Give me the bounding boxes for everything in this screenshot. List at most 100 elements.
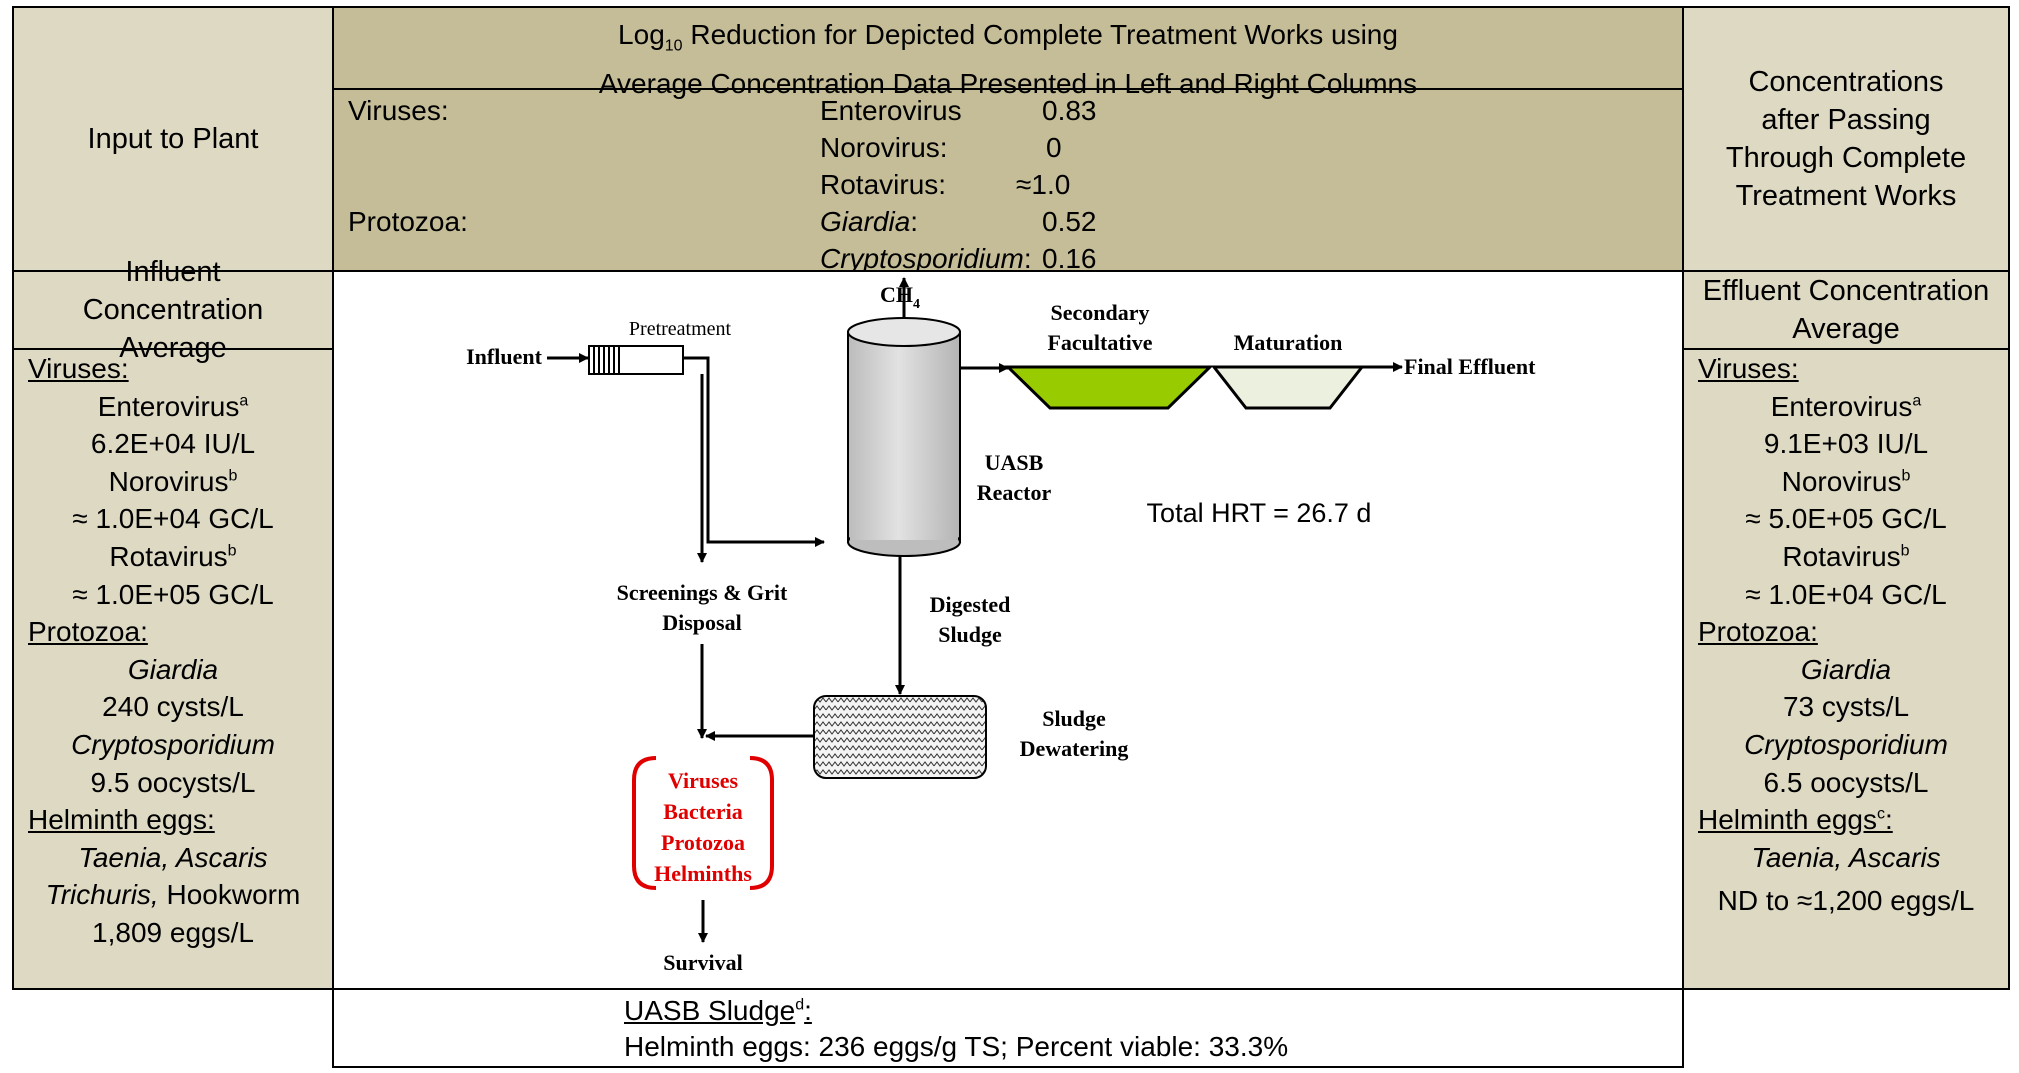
log-reduction-title: Log10 Reduction for Depicted Complete Tr… bbox=[334, 16, 1682, 102]
effluent-cryptosporidium-value: 6.5 oocysts/L bbox=[1763, 766, 1929, 798]
uasb-label-2: Reactor bbox=[977, 480, 1052, 505]
helminth-label-text: Helminth eggs bbox=[1698, 804, 1877, 836]
effluent-protozoa-label: Protozoa: bbox=[1698, 616, 1818, 648]
organism-name: Norovirus bbox=[108, 465, 229, 497]
maturation-label: Maturation bbox=[1234, 330, 1343, 355]
organism-name: Rotavirus bbox=[109, 540, 228, 572]
footnote-mark: b bbox=[227, 542, 237, 560]
effluent-heading-text: Effluent Concentration Average bbox=[1702, 275, 1990, 345]
effluent-rotavirus-value: ≈ 1.0E+04 GC/L bbox=[1745, 578, 1947, 610]
pathogen-bracket-left bbox=[632, 756, 657, 890]
log-reduction-panel: Log10 Reduction for Depicted Complete Tr… bbox=[332, 6, 1684, 274]
secondary-label-2: Facultative bbox=[1047, 330, 1152, 355]
uasb-label-1: UASB bbox=[985, 450, 1044, 475]
helminth-plain-name: Hookworm bbox=[158, 879, 301, 911]
influent-protozoa-label: Protozoa: bbox=[28, 616, 148, 648]
influent-enterovirus: Enterovirusa bbox=[14, 388, 332, 426]
log-viruses-label: Viruses: bbox=[348, 95, 449, 126]
dewatering-label-2: Dewatering bbox=[1020, 736, 1129, 761]
maturation-pond bbox=[1210, 365, 1366, 410]
log-organism-cryptosporidium: Cryptosporidium: bbox=[820, 240, 1032, 277]
giardia-name: Giardia bbox=[820, 206, 911, 237]
influent-helminth-label: Helminth eggs: bbox=[28, 804, 215, 836]
effluent-enterovirus-value: 9.1E+03 IU/L bbox=[1763, 428, 1929, 460]
pretreatment-to-reactor-arrow bbox=[683, 356, 762, 544]
screenings-label-2: Disposal bbox=[662, 610, 741, 635]
screenings-label-1: Screenings & Grit bbox=[617, 580, 788, 605]
uasb-reactor-icon bbox=[847, 317, 961, 557]
footnote-mark: c bbox=[1876, 805, 1885, 823]
influent-column: Influent Concentration Average Viruses: … bbox=[12, 256, 334, 990]
input-to-plant-label: Input to Plant bbox=[87, 122, 259, 155]
effluent-heading: Effluent Concentration Average bbox=[1684, 272, 2008, 350]
influent-rotavirus: Rotavirusb bbox=[14, 538, 332, 576]
effluent-giardia: Giardia bbox=[1800, 653, 1892, 685]
footnote-mark: b bbox=[228, 467, 238, 485]
effluent-helminth-names: Taenia, Ascaris bbox=[1751, 841, 1941, 873]
colon: : bbox=[1884, 804, 1893, 836]
organism-name: Enterovirus bbox=[97, 390, 240, 422]
effluent-body: Viruses: Enterovirusa 9.1E+03 IU/L Norov… bbox=[1684, 350, 2008, 920]
log-title-line2: Average Concentration Data Presented in … bbox=[598, 67, 1418, 99]
pathogen-helminths: Helminths bbox=[654, 861, 752, 886]
influent-helminth-names-1: Taenia, Ascaris bbox=[78, 841, 268, 873]
log-title-text-rest: Reduction for Depicted Complete Treatmen… bbox=[682, 19, 1398, 50]
uasb-sludge-label: UASB Sludged: bbox=[624, 992, 812, 1029]
pretreatment-label: Pretreatment bbox=[629, 318, 732, 340]
footnote-mark: a bbox=[1912, 392, 1922, 410]
survival-label: Survival bbox=[663, 950, 742, 975]
sludge-dewatering-unit bbox=[813, 695, 987, 779]
influent-label: Influent bbox=[466, 344, 542, 369]
effluent-rotavirus: Rotavirusb bbox=[1684, 538, 2008, 576]
pathogen-bacteria: Bacteria bbox=[663, 799, 742, 824]
digested-label-2: Sludge bbox=[938, 622, 1002, 647]
influent-norovirus: Norovirusb bbox=[14, 463, 332, 501]
final-effluent-label: Final Effluent bbox=[1404, 354, 1536, 379]
influent-heading: Influent Concentration Average bbox=[14, 256, 332, 364]
cryptosporidium-name: Cryptosporidium bbox=[820, 243, 1024, 274]
log-value-cryptosporidium: 0.16 bbox=[1042, 243, 1097, 274]
total-hrt-label: Total HRT = 26.7 d bbox=[1147, 498, 1372, 528]
output-header: Concentrations after Passing Through Com… bbox=[1682, 6, 2010, 272]
log-organism-norovirus: Norovirus: bbox=[820, 132, 948, 163]
secondary-label-1: Secondary bbox=[1051, 300, 1150, 325]
log-value-norovirus: 0 bbox=[1046, 132, 1062, 163]
pathogen-protozoa: Protozoa bbox=[661, 830, 745, 855]
digested-label-1: Digested bbox=[930, 592, 1011, 617]
log-value-enterovirus: 0.83 bbox=[1042, 95, 1097, 126]
effluent-norovirus-value: ≈ 5.0E+05 GC/L bbox=[1745, 503, 1947, 535]
influent-giardia: Giardia bbox=[127, 653, 219, 685]
organism-name: Rotavirus bbox=[1782, 540, 1901, 572]
input-to-plant-header: Input to Plant bbox=[12, 6, 334, 272]
uasb-sludge-panel: UASB Sludged: Helminth eggs: 236 eggs/g … bbox=[332, 988, 1684, 1068]
effluent-helminth-value: ND to ≈1,200 eggs/L bbox=[1717, 885, 1975, 917]
process-diagram-panel: Influent Pretreatment Screenings & Grit … bbox=[332, 270, 1684, 990]
log-organism-enterovirus: Enterovirus bbox=[820, 95, 962, 126]
footnote-mark: b bbox=[1901, 467, 1911, 485]
influent-cryptosporidium-value: 9.5 oocysts/L bbox=[90, 766, 256, 798]
footnote-mark: b bbox=[1900, 542, 1910, 560]
influent-heading-text: Influent Concentration Average bbox=[82, 256, 264, 364]
colon: : bbox=[804, 995, 812, 1026]
influent-giardia-value: 240 cysts/L bbox=[102, 691, 244, 723]
influent-enterovirus-value: 6.2E+04 IU/L bbox=[90, 428, 256, 460]
uasb-sludge-detail: Helminth eggs: 236 eggs/g TS; Percent vi… bbox=[624, 1031, 1289, 1062]
effluent-giardia-value: 73 cysts/L bbox=[1782, 691, 1910, 723]
process-flow-diagram: Influent Pretreatment Screenings & Grit … bbox=[466, 277, 1536, 975]
effluent-enterovirus: Enterovirusa bbox=[1684, 388, 2008, 426]
log-value-rotavirus: ≈1.0 bbox=[1016, 169, 1071, 200]
influent-cryptosporidium: Cryptosporidium bbox=[71, 728, 275, 760]
effluent-norovirus: Norovirusb bbox=[1684, 463, 2008, 501]
log-title-text: Log bbox=[618, 19, 665, 50]
methane-subscript: 4 bbox=[913, 297, 920, 312]
pathogen-bracket-right bbox=[749, 756, 774, 890]
divider bbox=[334, 88, 1682, 90]
influent-rotavirus-value: ≈ 1.0E+05 GC/L bbox=[72, 578, 274, 610]
influent-body: Viruses: Enterovirusa 6.2E+04 IU/L Norov… bbox=[14, 350, 332, 952]
log-value-giardia: 0.52 bbox=[1042, 206, 1097, 237]
organism-name: Enterovirus bbox=[1770, 390, 1913, 422]
pretreatment-screen-icon bbox=[588, 345, 684, 375]
footnote-mark: d bbox=[795, 996, 805, 1014]
footnote-mark: a bbox=[239, 392, 249, 410]
influent-helminth-value: 1,809 eggs/L bbox=[92, 916, 254, 948]
